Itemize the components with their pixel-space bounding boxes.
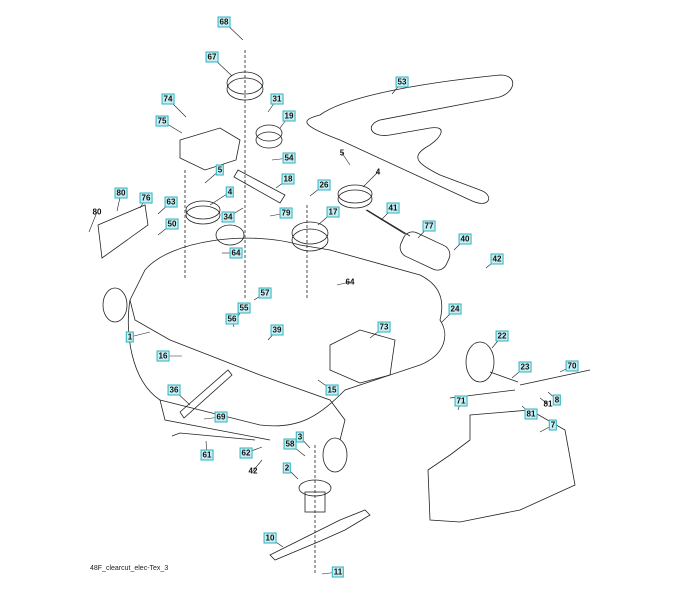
- deck-skirt: [129, 299, 346, 441]
- callout-50: 50: [165, 218, 179, 230]
- callout-58: 58: [283, 438, 297, 450]
- mower-blade: [269, 509, 371, 561]
- callout-80: 80: [92, 207, 102, 217]
- callout-76: 76: [139, 192, 153, 204]
- diagram-caption: 48F_clearcut_elec-Tex_3: [90, 565, 169, 572]
- callout-19: 19: [282, 110, 296, 122]
- callout-16: 16: [156, 350, 170, 362]
- leader-line-81: [539, 397, 549, 405]
- callout-15: 15: [325, 384, 339, 396]
- callout-70: 70: [565, 360, 579, 372]
- side-deflector: [97, 204, 149, 259]
- callout-1: 1: [125, 331, 135, 343]
- pulley-4-left: [185, 200, 221, 220]
- callout-39: 39: [270, 324, 284, 336]
- callout-2: 2: [282, 462, 292, 474]
- rod-61: [171, 432, 256, 441]
- callout-67: 67: [205, 51, 219, 63]
- callout-54: 54: [282, 152, 296, 164]
- callout-62: 62: [239, 447, 253, 459]
- callout-23: 23: [518, 361, 532, 373]
- callout-41: 41: [386, 202, 400, 214]
- callout-5: 5: [339, 148, 345, 158]
- callout-64: 64: [345, 277, 355, 287]
- callout-3: 3: [295, 431, 305, 443]
- callout-40: 40: [458, 233, 472, 245]
- callout-18: 18: [281, 173, 295, 185]
- pulley-4-right: [337, 184, 373, 204]
- callout-10: 10: [263, 532, 277, 544]
- callout-64: 64: [229, 247, 243, 259]
- callout-79: 79: [279, 207, 293, 219]
- leader-line-80: [88, 211, 98, 233]
- callout-55: 55: [237, 302, 251, 314]
- callout-71: 71: [454, 395, 468, 407]
- callout-5: 5: [215, 164, 225, 176]
- rod-41: [365, 209, 406, 235]
- leader-line-4: [362, 171, 379, 188]
- spindle-cover: [329, 329, 396, 384]
- callout-74: 74: [161, 93, 175, 105]
- wheel-front: [322, 437, 348, 473]
- pulley-19: [255, 124, 283, 142]
- callout-77: 77: [422, 220, 436, 232]
- leader-line-5: [341, 152, 351, 166]
- callout-24: 24: [448, 303, 462, 315]
- callout-73: 73: [377, 321, 391, 333]
- callout-80: 80: [114, 187, 128, 199]
- callout-61: 61: [200, 449, 214, 461]
- idler-arm: [233, 169, 286, 204]
- mower-deck-outline: [127, 237, 446, 427]
- roller: [399, 231, 451, 271]
- callout-42: 42: [248, 466, 258, 476]
- callout-36: 36: [167, 384, 181, 396]
- callout-81: 81: [543, 399, 553, 409]
- callout-53: 53: [395, 76, 409, 88]
- callout-69: 69: [214, 411, 228, 423]
- wheel-22: [465, 341, 495, 383]
- callout-31: 31: [270, 93, 284, 105]
- pulley-17: [291, 221, 329, 245]
- wheel-left: [102, 287, 128, 323]
- callout-63: 63: [164, 196, 178, 208]
- callout-17: 17: [326, 206, 340, 218]
- callout-68: 68: [217, 16, 231, 28]
- callout-81: 81: [524, 408, 538, 420]
- callout-57: 57: [258, 287, 272, 299]
- callout-26: 26: [317, 179, 331, 191]
- leader-line-64: [336, 281, 351, 286]
- callout-4: 4: [375, 167, 381, 177]
- callout-42: 42: [490, 253, 504, 265]
- callout-7: 7: [548, 419, 558, 431]
- rod-70: [519, 369, 591, 386]
- callout-56: 56: [225, 313, 239, 325]
- callout-4: 4: [225, 186, 235, 198]
- link-arm: [179, 369, 233, 419]
- drive-belt: [306, 74, 513, 204]
- callout-34: 34: [221, 211, 235, 223]
- callout-22: 22: [495, 330, 509, 342]
- belt-guard: [179, 127, 241, 171]
- callout-8: 8: [552, 394, 562, 406]
- callout-11: 11: [331, 566, 345, 578]
- callout-75: 75: [155, 115, 169, 127]
- leader-line-42: [252, 459, 263, 472]
